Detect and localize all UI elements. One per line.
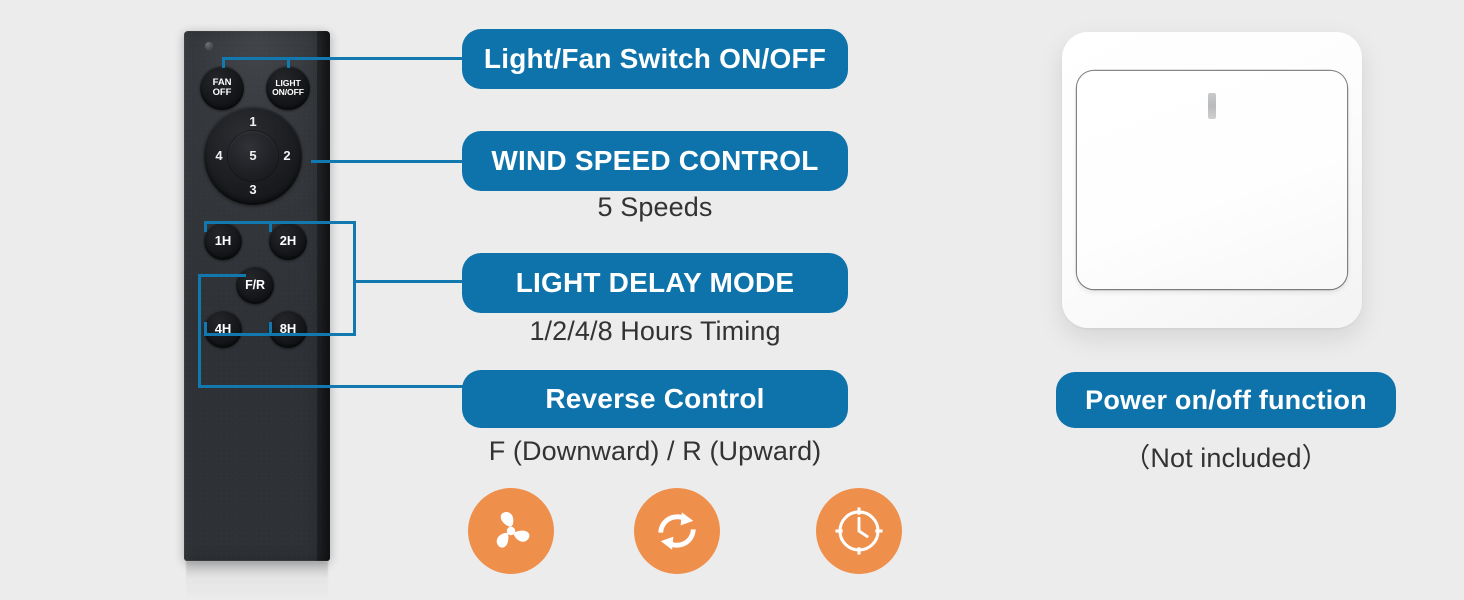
connector-3-stub-8h xyxy=(269,322,272,334)
light-label-line2: ON/OFF xyxy=(272,87,304,97)
connector-3-stub-2h xyxy=(269,221,272,232)
banner-wind-speed-control[interactable]: WIND SPEED CONTROL xyxy=(462,131,848,191)
dial-center-button[interactable] xyxy=(228,131,278,181)
connector-4-arm xyxy=(198,385,470,388)
banner-light-fan-switch[interactable]: Light/Fan Switch ON/OFF xyxy=(462,29,848,89)
timer-8h-button[interactable]: 8H xyxy=(269,310,307,348)
fan-blade-icon xyxy=(468,488,554,574)
dial-speed-3[interactable]: 3 xyxy=(249,182,257,197)
light-label-line1: LIGHT xyxy=(275,78,301,89)
switch-indicator-icon xyxy=(1208,93,1216,119)
connector-3-right-spine xyxy=(353,221,356,336)
fan-off-button[interactable]: FAN OFF xyxy=(200,66,244,110)
dial-speed-1[interactable]: 1 xyxy=(249,114,257,129)
banner-light-delay-mode[interactable]: LIGHT DELAY MODE xyxy=(462,253,848,313)
timer-2h-button[interactable]: 2H xyxy=(269,222,307,260)
banner-reverse-control[interactable]: Reverse Control xyxy=(462,370,848,428)
caption-power-on-off: （Not included） xyxy=(1123,443,1329,473)
dial-speed-2[interactable]: 2 xyxy=(283,148,291,163)
ir-led-icon xyxy=(205,42,213,50)
connector-4-stub-bar xyxy=(198,274,246,277)
remote-reflection xyxy=(186,561,328,599)
banner-power-on-off[interactable]: Power on/off function xyxy=(1056,372,1396,428)
connector-4-spine xyxy=(198,274,201,388)
fan-off-label-line1: FAN xyxy=(212,77,232,89)
light-on-off-button[interactable]: LIGHT ON/OFF xyxy=(266,66,310,110)
clock-timer-icon xyxy=(816,488,902,574)
wall-switch-rocker[interactable] xyxy=(1077,71,1347,289)
connector-3-arm xyxy=(353,280,470,283)
connector-1-stub-left xyxy=(222,57,225,68)
wall-switch[interactable] xyxy=(1062,32,1362,328)
connector-3-stub-4h xyxy=(204,322,207,334)
dial-speed-4[interactable]: 4 xyxy=(215,148,223,163)
fan-remote-control: FAN OFF LIGHT ON/OFF 1 2 3 4 5 1H 2H F/R… xyxy=(184,31,330,561)
connector-1-bar xyxy=(222,57,470,60)
timer-4h-button[interactable]: 4H xyxy=(204,310,242,348)
caption-wind-speed-control: 5 Speeds xyxy=(597,192,713,222)
connector-1-stub-right xyxy=(287,57,290,68)
dial-speed-5[interactable]: 5 xyxy=(249,148,257,163)
timer-1h-button[interactable]: 1H xyxy=(204,222,242,260)
caption-reverse-control: F (Downward) / R (Upward) xyxy=(488,436,822,466)
forward-reverse-button[interactable]: F/R xyxy=(236,266,274,304)
connector-3-bottom-bar xyxy=(204,333,356,336)
wind-speed-dial[interactable]: 1 2 3 4 5 xyxy=(204,107,302,205)
reverse-arrows-icon xyxy=(634,488,720,574)
connector-3-top-bar xyxy=(204,221,356,224)
caption-light-delay-mode: 1/2/4/8 Hours Timing xyxy=(529,316,781,346)
connector-3-stub-1h xyxy=(204,221,207,232)
fan-off-label-line2: OFF xyxy=(212,87,232,98)
connector-2-bar xyxy=(311,160,470,163)
